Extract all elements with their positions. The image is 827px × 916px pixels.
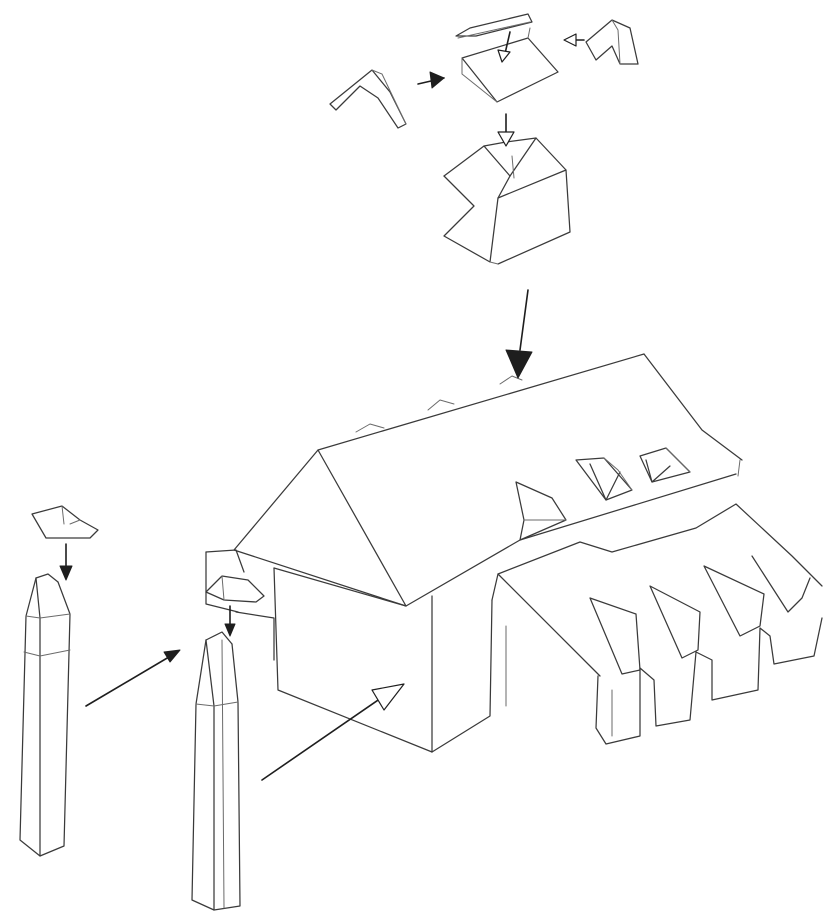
dormer-roof-plate (462, 28, 558, 102)
dormer-gable-right (586, 20, 638, 64)
dormer-gable-left (330, 70, 406, 128)
arrow-icon (86, 650, 180, 706)
arrow-icon (564, 34, 584, 46)
roof-panel-top (456, 14, 532, 38)
arrow-icon (506, 290, 532, 378)
arrow-icon (60, 544, 72, 580)
arrow-icon (418, 72, 444, 88)
tower-caps (32, 506, 264, 602)
tower-right (192, 632, 240, 910)
dormer-assembled (444, 138, 570, 264)
annex-sawtooth-roof (492, 504, 822, 744)
tower-left (20, 574, 70, 856)
gable-roof (234, 354, 742, 606)
assembly-arrows (60, 32, 584, 780)
